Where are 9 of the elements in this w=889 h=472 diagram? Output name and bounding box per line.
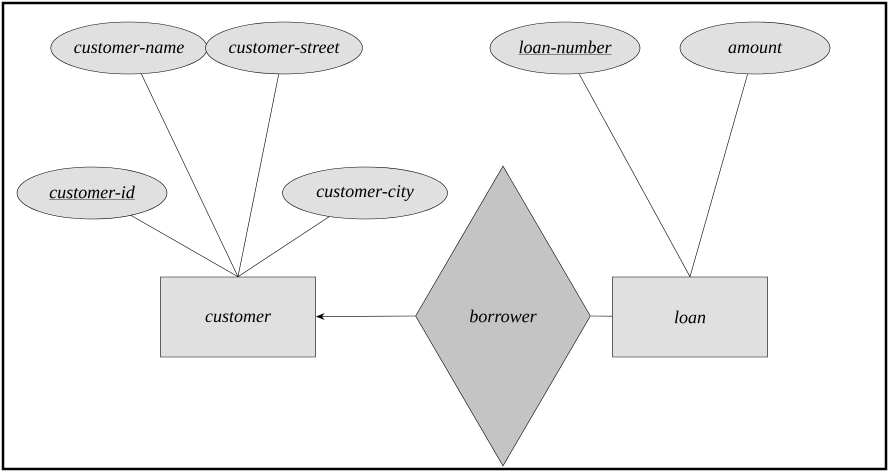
connector-line [690,74,748,277]
connector-line [238,216,330,277]
connector-line [578,74,690,277]
connector-line [130,215,238,277]
connector-line [590,316,612,317]
entity-box: customer [160,276,316,358]
connector-line [238,74,280,277]
connector-line [141,74,238,277]
entity-box: loan [612,276,768,358]
